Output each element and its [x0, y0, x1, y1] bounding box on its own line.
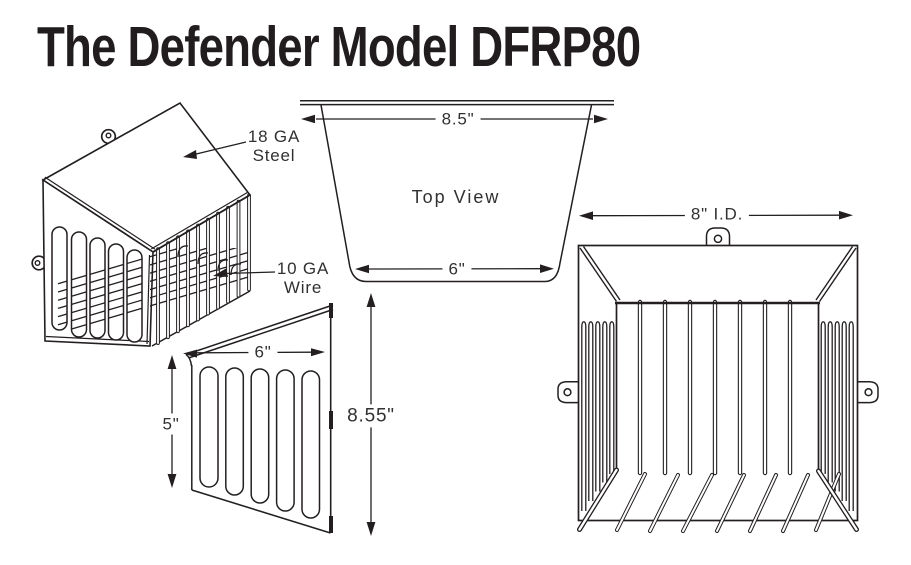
iso-side-slots — [51, 226, 143, 343]
wire-gauge-callout: 10 GA Wire — [277, 259, 329, 297]
side-view-slots — [199, 366, 321, 519]
front-view — [557, 210, 879, 533]
front-interior-bars — [637, 299, 793, 476]
top-view-outline — [320, 104, 593, 283]
steel-gauge-line2: Steel — [252, 146, 296, 165]
wire-gauge-line2: Wire — [283, 278, 323, 297]
top-view-label: Top View — [411, 186, 501, 207]
front-view-body — [577, 244, 859, 522]
front-left-tab — [557, 381, 578, 404]
top-view-flange — [300, 99, 614, 106]
front-hood — [579, 246, 857, 302]
page-title: The Defender Model DFRP80 — [37, 15, 641, 79]
dim-label-overall-height: 8.55" — [341, 404, 401, 428]
wire-gauge-line1: 10 GA — [276, 258, 330, 278]
front-floor-rods — [577, 467, 859, 533]
isometric-view — [31, 101, 276, 347]
dim-label-inner-diameter: 8" I.D. — [684, 203, 750, 225]
dim-label-slot-height: 5" — [156, 413, 186, 435]
iso-mounting-ear-left — [31, 255, 47, 271]
front-top-tab — [705, 227, 731, 246]
dim-label-bottom-width: 6" — [442, 258, 472, 280]
side-view — [167, 303, 334, 534]
steel-gauge-line1: 18 GA — [247, 126, 301, 146]
iso-front-bars — [156, 193, 251, 345]
wire-leader-line — [213, 268, 276, 277]
steel-gauge-callout: 18 GA Steel — [248, 127, 300, 165]
side-view-top-edge — [185, 304, 334, 367]
top-view — [300, 99, 614, 283]
dim-label-top-width: 8.5" — [435, 108, 481, 130]
dim-label-side-width: 6" — [248, 341, 278, 363]
front-right-tab — [858, 381, 879, 404]
front-side-wires-right — [820, 321, 854, 511]
front-side-wires-left — [581, 321, 615, 511]
steel-leader-line — [183, 141, 247, 159]
